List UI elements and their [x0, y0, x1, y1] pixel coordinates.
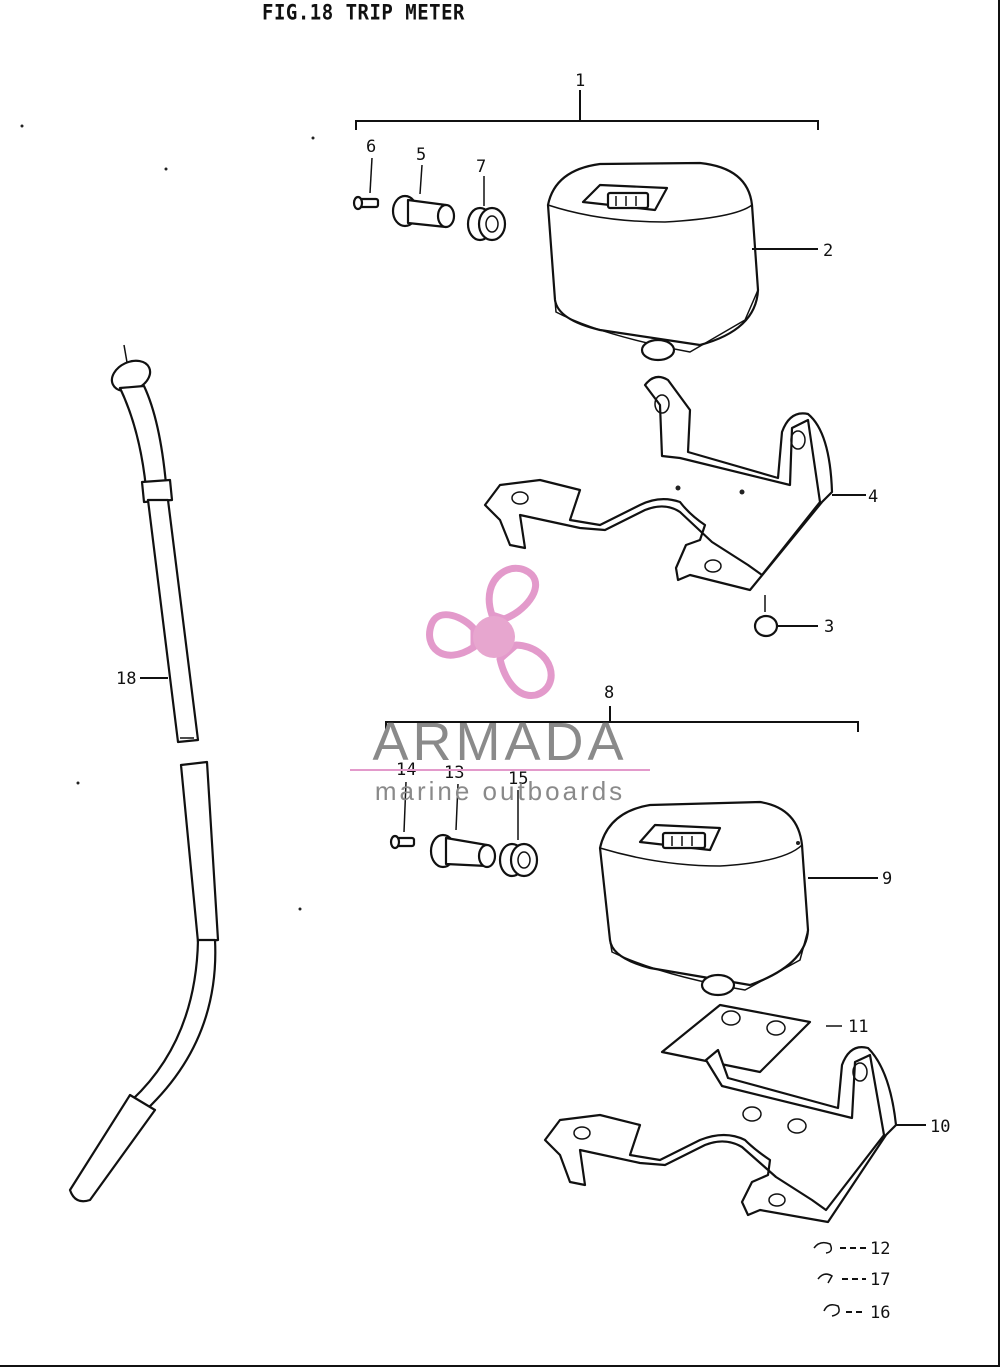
watermark-title: ARMADA — [372, 712, 627, 772]
callout-11: 11 — [848, 1017, 868, 1037]
callout-8: 8 — [604, 683, 614, 703]
trip-meter-cable-part-18 — [68, 344, 220, 1203]
nut-part-3 — [753, 595, 818, 638]
callout-2: 2 — [823, 241, 833, 261]
knob-part-13 — [429, 783, 497, 869]
grommet-part-7 — [466, 176, 507, 242]
scan-specks — [20, 124, 315, 911]
callout-15: 15 — [508, 769, 528, 789]
callout-4: 4 — [868, 487, 878, 507]
callout-3: 3 — [824, 617, 834, 637]
callout-5: 5 — [416, 145, 426, 165]
callout-7: 7 — [476, 157, 486, 177]
plate-part-11 — [660, 1003, 842, 1074]
callout-16: 16 — [870, 1303, 890, 1323]
mounting-bracket-part-4 — [483, 375, 866, 592]
grommet-part-15 — [498, 790, 539, 878]
figure-title: FIG.18 TRIP METER — [262, 0, 465, 26]
callout-18: 18 — [116, 669, 136, 689]
fasteners-parts-12-17-16 — [813, 1241, 866, 1317]
trip-meter-housing-part-9 — [598, 800, 878, 997]
callout-10: 10 — [930, 1117, 950, 1137]
screw-part-6 — [352, 157, 380, 211]
assembly-bracket-1 — [355, 90, 819, 130]
trip-meter-housing-part-2 — [546, 161, 818, 362]
callout-12: 12 — [870, 1239, 890, 1259]
armada-watermark: ARMADA marine outboards — [350, 564, 650, 806]
callout-9: 9 — [882, 869, 892, 889]
mounting-bracket-part-10 — [543, 1046, 926, 1224]
callout-6: 6 — [366, 137, 376, 157]
callout-1: 1 — [575, 71, 585, 91]
propeller-icon — [426, 564, 555, 699]
screw-part-14 — [389, 781, 416, 850]
assembly-bracket-8 — [385, 706, 859, 732]
callout-labels: 1 2 3 4 5 6 7 8 9 10 11 12 13 14 15 16 1… — [116, 71, 950, 1323]
callout-17: 17 — [870, 1270, 890, 1290]
callout-13: 13 — [444, 763, 464, 783]
knob-part-5 — [391, 164, 456, 229]
watermark-subtitle: marine outboards — [375, 776, 625, 806]
